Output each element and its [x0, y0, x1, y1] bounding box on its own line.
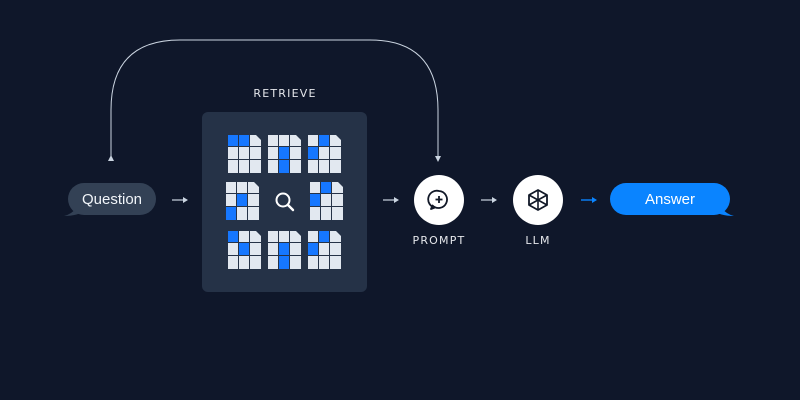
chat-plus-icon — [427, 189, 448, 210]
cube-icon — [528, 189, 548, 211]
search-icon — [275, 192, 295, 212]
llm-node — [513, 175, 563, 225]
arrow-question-to-retrieve — [172, 197, 188, 203]
prompt-node — [414, 175, 464, 225]
document-grid-icon — [308, 135, 341, 173]
document-grid-icon — [226, 182, 259, 220]
llm-label: LLM — [525, 234, 551, 247]
answer-bubble: Answer — [610, 183, 730, 215]
arrow-llm-to-answer — [581, 197, 597, 203]
document-grid-icon — [268, 231, 301, 269]
loop-arrow — [110, 39, 439, 160]
prompt-label: PROMPT — [412, 234, 466, 247]
document-grid-icon — [308, 231, 341, 269]
question-bubble: Question — [68, 183, 156, 215]
retrieve-panel — [202, 112, 367, 292]
arrow-retrieve-to-prompt — [383, 197, 399, 203]
loop-arrow-start-head — [108, 155, 114, 161]
document-grid-icon — [268, 135, 301, 173]
arrow-prompt-to-llm — [481, 197, 497, 203]
document-grid-icon — [228, 231, 261, 269]
document-grid-icon — [310, 182, 343, 220]
loop-arrow-end-head — [435, 156, 441, 162]
document-grid-icon — [228, 135, 261, 173]
retrieve-label: RETRIEVE — [253, 87, 317, 100]
